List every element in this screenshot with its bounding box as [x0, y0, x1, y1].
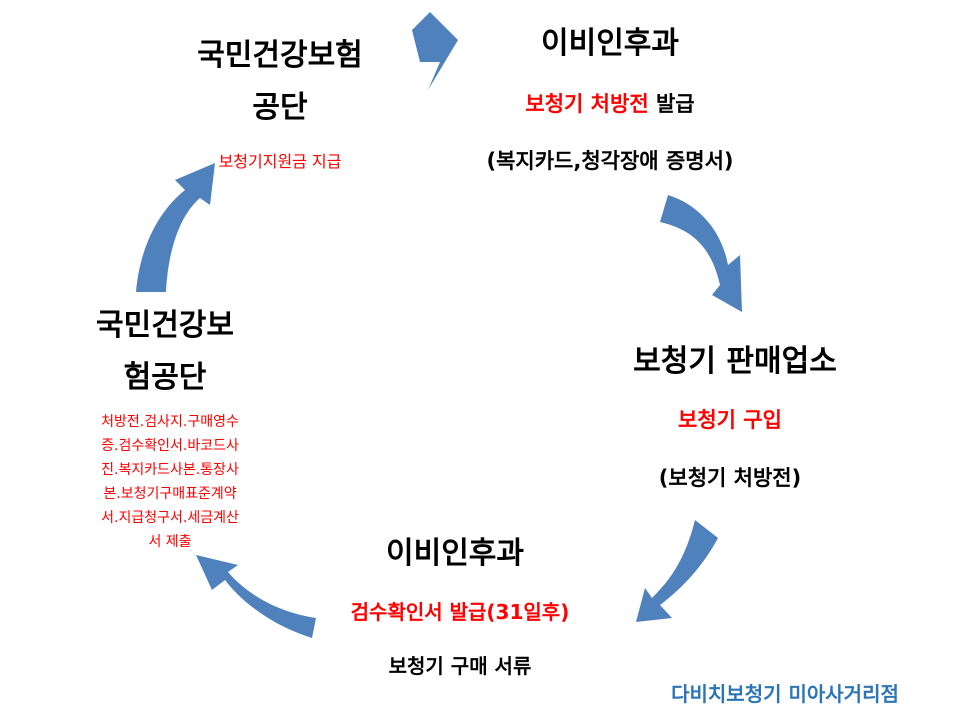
left-docs-line: 서 제출	[148, 534, 192, 550]
left-docs: 처방전.검사지.구매영수 증.검수확인서.바코드사 진.복지카드사본.통장사 본…	[75, 410, 265, 554]
footer-store-name: 다비치보청기 미아사거리점	[671, 682, 899, 706]
arrow-top-icon	[412, 12, 458, 90]
arrow-left-icon	[136, 163, 215, 292]
bottom-line1: 검수확인서 발급(31일후)	[350, 600, 570, 624]
right-line2: (보청기 처방전)	[658, 466, 802, 490]
top-left-title-line2: 공단	[252, 90, 308, 125]
top-left-note: 보청기지원금 지급	[218, 152, 342, 171]
bottom-line2: 보청기 구매 서류	[388, 654, 532, 678]
left-title-line1: 국민건강보	[96, 308, 234, 343]
left-title-line2: 험공단	[123, 360, 207, 395]
left-docs-line: 증.검수확인서.바코드사	[101, 438, 239, 454]
left-docs-line: 처방전.검사지.구매영수	[101, 414, 239, 430]
arrow-bottom-icon	[196, 555, 316, 638]
top-right-line2: (복지카드,청각장애 증명서)	[486, 149, 734, 173]
top-right-prescription: 보청기 처방전	[525, 92, 649, 116]
top-left-title-line1: 국민건강보험	[197, 38, 363, 73]
top-right-line1: 보청기 처방전 발급	[470, 88, 750, 118]
right-line1: 보청기 구입	[678, 408, 782, 432]
arrow-right-upper-icon	[660, 195, 742, 312]
right-title: 보청기 판매업소	[633, 344, 837, 379]
left-docs-line: 본.보청기구매표준계약	[103, 486, 237, 502]
top-right-title: 이비인후과	[541, 26, 679, 61]
left-docs-line: 서.지급청구서.세금계산	[101, 510, 239, 526]
arrow-right-lower-icon	[636, 520, 718, 622]
top-right-issue: 발급	[648, 92, 695, 116]
left-docs-line: 진.복지카드사본.통장사	[101, 462, 239, 478]
bottom-title: 이비인후과	[386, 536, 524, 571]
